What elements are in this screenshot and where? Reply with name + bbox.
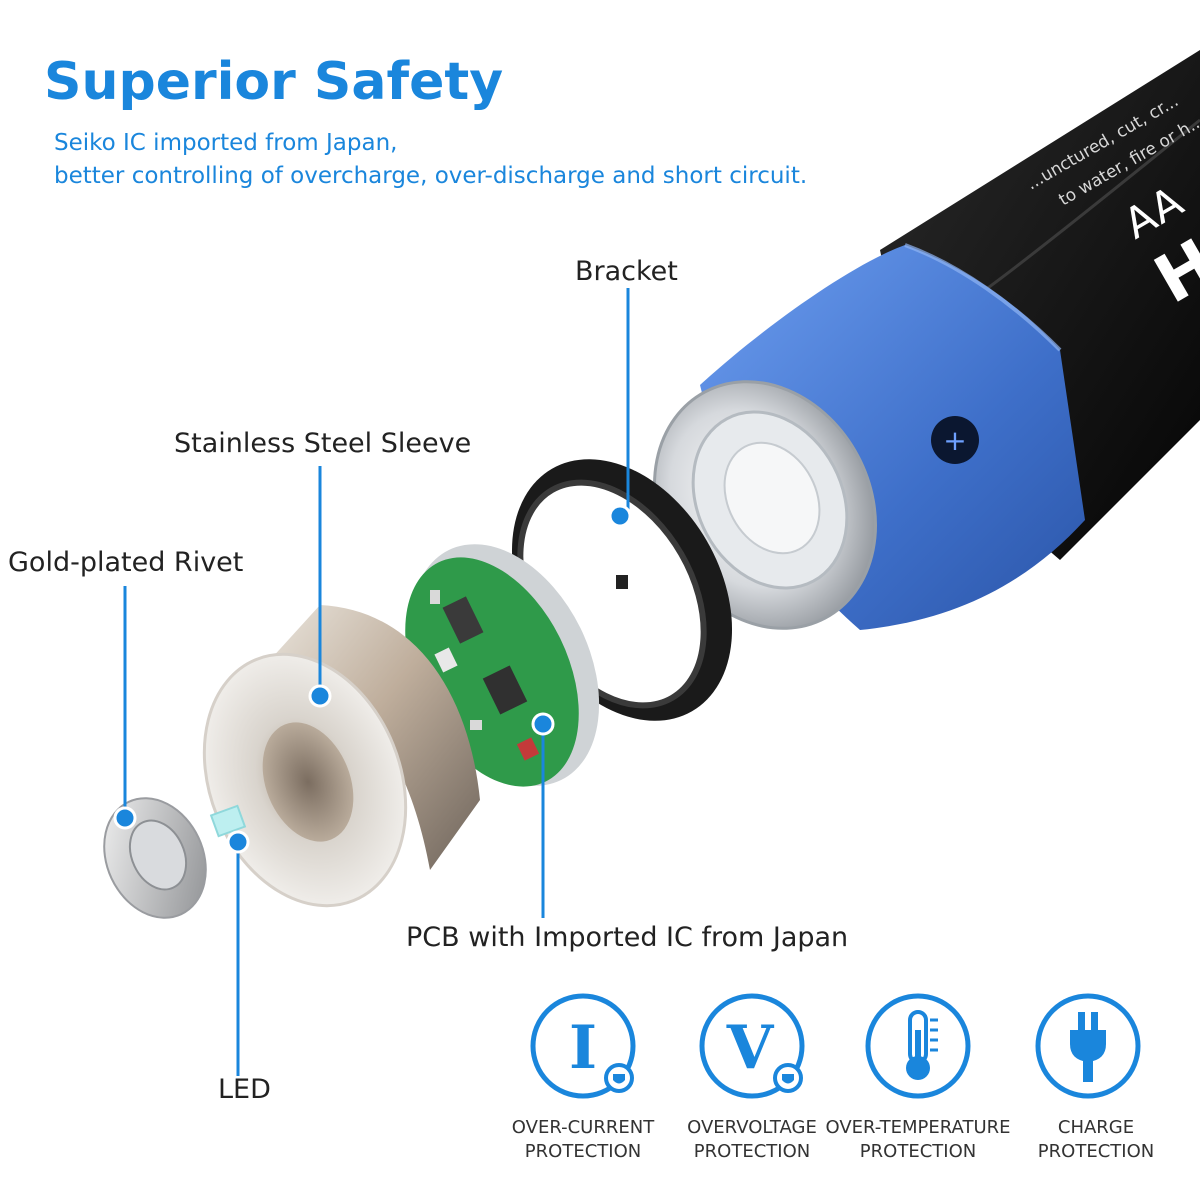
label-pcb: PCB with Imported IC from Japan <box>406 922 849 953</box>
led-callout-dot <box>226 830 250 854</box>
overvoltage-caption: OVERVOLTAGE PROTECTION <box>652 1116 852 1164</box>
over-current-line-2: PROTECTION <box>524 1141 642 1162</box>
label-stainless-steel-sleeve: Stainless Steel Sleeve <box>174 428 472 459</box>
plug-icon <box>1032 990 1144 1102</box>
over-temperature-line-2: PROTECTION <box>859 1141 977 1162</box>
charge-line-2: PROTECTION <box>1037 1141 1155 1162</box>
overvoltage-line-1: OVERVOLTAGE <box>687 1117 817 1138</box>
label-gold-plated-rivet: Gold-plated Rivet <box>8 547 244 578</box>
label-bracket: Bracket <box>575 256 678 287</box>
charge-line-1: CHARGE <box>1057 1117 1135 1138</box>
thermometer-icon <box>862 990 974 1102</box>
subtitle-line-2: better controlling of overcharge, over-d… <box>54 163 808 189</box>
page-title: Superior Safety <box>44 52 504 112</box>
over-temperature-caption: OVER-TEMPERATURE PROTECTION <box>818 1116 1018 1164</box>
overvoltage-line-2: PROTECTION <box>693 1141 811 1162</box>
current-glyph: I <box>569 1013 597 1083</box>
battery-cell: + ...unctured, cut, cr... to water, fire… <box>653 50 1200 630</box>
label-led: LED <box>218 1074 271 1105</box>
over-temperature-line-1: OVER-TEMPERATURE <box>825 1117 1011 1138</box>
over-current-icon: I <box>527 990 639 1102</box>
battery-terminal-mark: + <box>943 424 966 457</box>
led-chip <box>209 804 247 838</box>
over-current-caption: OVER-CURRENT PROTECTION <box>483 1116 683 1164</box>
pcb-callout-dot <box>531 712 555 736</box>
charge-caption: CHARGE PROTECTION <box>996 1116 1196 1164</box>
stainless-steel-sleeve <box>202 605 480 908</box>
overvoltage-icon: V <box>696 990 808 1102</box>
gold-plated-rivet <box>103 797 207 919</box>
bracket-callout-dot <box>608 504 632 528</box>
over-current-line-1: OVER-CURRENT <box>511 1117 655 1138</box>
positive-terminal-icon <box>931 416 979 464</box>
rivet-callout-dot <box>113 806 137 830</box>
voltage-glyph: V <box>726 1013 775 1083</box>
subtitle-line-1: Seiko IC imported from Japan, <box>54 130 398 156</box>
sleeve-callout-dot <box>308 684 332 708</box>
